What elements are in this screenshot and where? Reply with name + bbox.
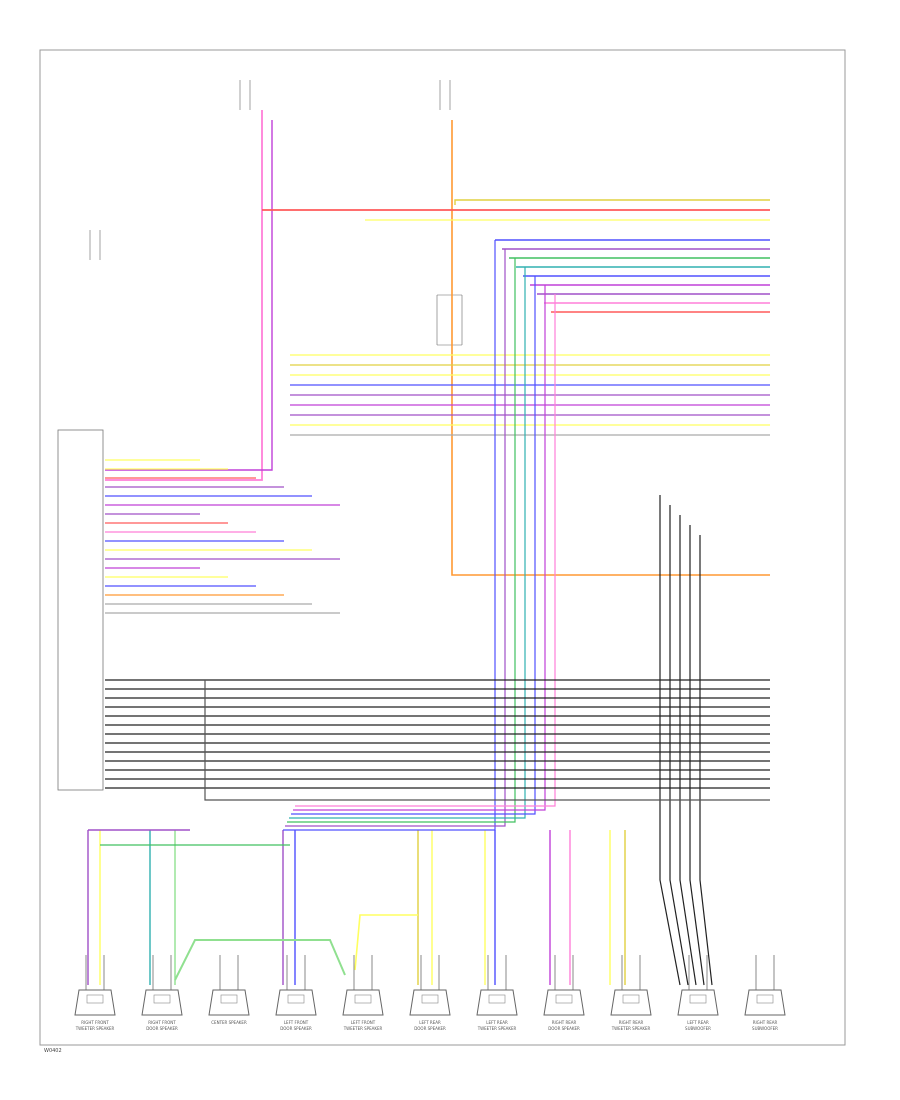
ground-wire-return xyxy=(204,680,770,801)
ground-wire-down xyxy=(699,535,713,986)
ground-wire-down xyxy=(689,525,705,986)
speaker-magnet xyxy=(86,994,104,1004)
wire-harness-down xyxy=(295,294,556,807)
wire-harness-down xyxy=(293,285,546,811)
wire-harness-down xyxy=(287,258,516,823)
speaker-magnet xyxy=(220,994,238,1004)
speaker-magnet xyxy=(756,994,774,1004)
speaker-icon xyxy=(275,989,317,1016)
speaker-icon xyxy=(74,989,116,1016)
speaker-icon xyxy=(543,989,585,1016)
speaker-magnet xyxy=(689,994,707,1004)
radio-unit-box xyxy=(57,429,104,791)
speaker-icon xyxy=(677,989,719,1016)
wire-center-green xyxy=(174,939,346,981)
speaker: CENTER SPEAKER xyxy=(208,955,250,1025)
top-sources xyxy=(89,80,463,346)
wire-harness-down xyxy=(283,240,496,831)
wire-harness-down xyxy=(291,276,536,815)
page-label: W0402 xyxy=(44,1048,62,1054)
wire-magenta-feed xyxy=(105,120,273,471)
speaker-magnet xyxy=(354,994,372,1004)
ground-wire-down xyxy=(659,495,681,986)
speaker-magnet xyxy=(287,994,305,1004)
speaker-icon xyxy=(476,989,518,1016)
wires xyxy=(87,110,770,985)
speaker-magnet xyxy=(153,994,171,1004)
speaker-icon xyxy=(610,989,652,1016)
wire-orange-feed xyxy=(451,120,770,576)
speaker-magnet xyxy=(421,994,439,1004)
ground-wire-down xyxy=(669,505,689,986)
wire-lf-yellow xyxy=(354,914,418,971)
speaker-icon xyxy=(409,989,451,1016)
speaker-magnet xyxy=(622,994,640,1004)
speaker-icon xyxy=(744,989,786,1016)
speaker-label: CENTER SPEAKER xyxy=(211,1020,247,1025)
speaker-magnet xyxy=(555,994,573,1004)
diagram-frame xyxy=(39,49,846,1046)
speaker-magnet xyxy=(488,994,506,1004)
wire-harness-down xyxy=(285,249,506,827)
ground-wire-down xyxy=(679,515,697,986)
wire-pink-feed xyxy=(105,110,263,481)
speaker-icon xyxy=(141,989,183,1016)
wire-harness-down xyxy=(289,267,526,819)
ground-wires xyxy=(105,495,770,986)
speaker-icon xyxy=(208,989,250,1016)
speaker-icon xyxy=(342,989,384,1016)
wire-darkyellow-top xyxy=(454,199,770,205)
